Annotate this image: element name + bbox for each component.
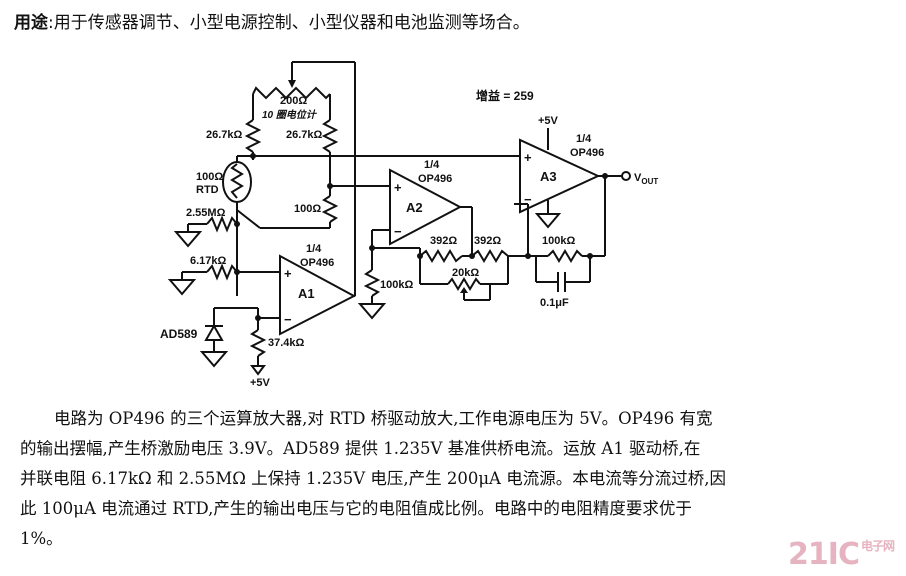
opamp-a1-fraction: 1/4	[306, 243, 322, 255]
supply-arrow	[250, 365, 266, 376]
pot-value-label: 200Ω	[280, 95, 307, 107]
paragraph-line: 的输出摆幅,产生桥激励电压 3.9V。AD589 提供 1.235V 基准供桥电…	[20, 439, 701, 458]
r-100k-fb-label: 100kΩ	[542, 235, 575, 247]
resistor-2m55	[206, 215, 238, 233]
ad589-reference-diode	[199, 308, 229, 368]
ground-symbol	[199, 351, 229, 368]
opamp-a1: A1 + −	[279, 254, 357, 336]
opamp-a2-fraction: 1/4	[424, 159, 440, 171]
r-392a-label: 392Ω	[430, 235, 457, 247]
resistor-26k7-left	[244, 119, 262, 153]
resistor-392-b	[471, 249, 509, 263]
ground-symbol	[534, 213, 562, 229]
paragraph-line: 并联电阻 6.17kΩ 和 2.55MΩ 上保持 1.235V 电压,产生 20…	[20, 469, 726, 488]
r-20k-label: 20kΩ	[452, 267, 479, 279]
potentiometer	[252, 62, 331, 100]
opamp-a2-name: A2	[406, 200, 423, 215]
minus-sign: −	[284, 312, 292, 327]
r-374-label: 37.4kΩ	[268, 337, 305, 349]
circuit-diagram: A1 + − 1/4 OP496 A2 + − 1/4 OP496	[160, 61, 658, 389]
potentiometer-20k	[447, 277, 481, 291]
r-617-label: 6.17kΩ	[190, 255, 227, 267]
r-392b-label: 392Ω	[474, 235, 501, 247]
supply-5v-top-label: +5V	[538, 115, 559, 127]
paragraph-line: 此 100μA 电流通过 RTD,产生的输出电压与它的电阻值成比例。电路中的电阻…	[20, 499, 692, 518]
r-255-label: 2.55MΩ	[186, 207, 226, 219]
pot-desc-label: 10 圈电位计	[262, 109, 318, 121]
opamp-a3-model: OP496	[570, 147, 604, 159]
resistor-6k17	[206, 263, 238, 281]
resistor-392-a	[419, 249, 463, 263]
r-top-right-label: 26.7kΩ	[286, 129, 323, 141]
ad589-label: AD589	[160, 327, 198, 341]
r-bridge-label: 100Ω	[294, 203, 321, 215]
ground-symbol	[357, 303, 387, 320]
opamp-a3: A3 + −	[519, 138, 601, 214]
paragraph-line: 电路为 OP496 的三个运算放大器,对 RTD 桥驱动放大,工作电源电压为 5…	[54, 409, 713, 428]
wire	[236, 209, 261, 229]
plus-sign: +	[524, 150, 532, 165]
opamp-a1-name: A1	[298, 286, 315, 301]
description-paragraph: 电路为 OP496 的三个运算放大器,对 RTD 桥驱动放大,工作电源电压为 5…	[20, 404, 892, 554]
minus-sign: −	[524, 192, 532, 207]
opamp-a2-model: OP496	[418, 173, 452, 185]
opamp-a1-model: OP496	[300, 257, 334, 269]
plus-sign: +	[284, 266, 292, 281]
opamp-a3-name: A3	[540, 169, 557, 184]
output-terminal	[621, 171, 631, 181]
opamp-a2: A2 + −	[389, 168, 463, 246]
vout-label: VOUT	[634, 172, 658, 186]
usage-text: :用于传感器调节、小型电源控制、小型仪器和电池监测等场合。	[48, 13, 530, 33]
supply-5v-bottom-label: +5V	[250, 377, 271, 389]
opamp-a3-fraction: 1/4	[576, 133, 592, 145]
plus-sign: +	[394, 180, 402, 195]
rtd-sensor	[222, 155, 253, 210]
usage-line: 用途:用于传感器调节、小型电源控制、小型仪器和电池监测等场合。	[14, 8, 530, 33]
rtd-name-label: RTD	[196, 184, 219, 196]
minus-sign: −	[394, 224, 402, 239]
gain-label: 增益 = 259	[476, 88, 534, 103]
ground-symbol	[173, 231, 203, 248]
paragraph-line: 1%。	[20, 529, 63, 548]
resistor-100k-feedback	[547, 249, 583, 263]
cap-label: 0.1μF	[540, 297, 569, 309]
resistor-100-bridge	[321, 195, 339, 223]
ground-symbol	[167, 279, 197, 296]
resistor-100k-left	[363, 269, 381, 297]
resistor-26k7-right	[321, 119, 339, 153]
resistor-37k4	[249, 329, 267, 357]
r-100k-left-label: 100kΩ	[380, 279, 413, 291]
r-top-left-label: 26.7kΩ	[206, 129, 243, 141]
rtd-value-label: 100Ω	[196, 171, 223, 183]
usage-label: 用途	[14, 13, 48, 33]
